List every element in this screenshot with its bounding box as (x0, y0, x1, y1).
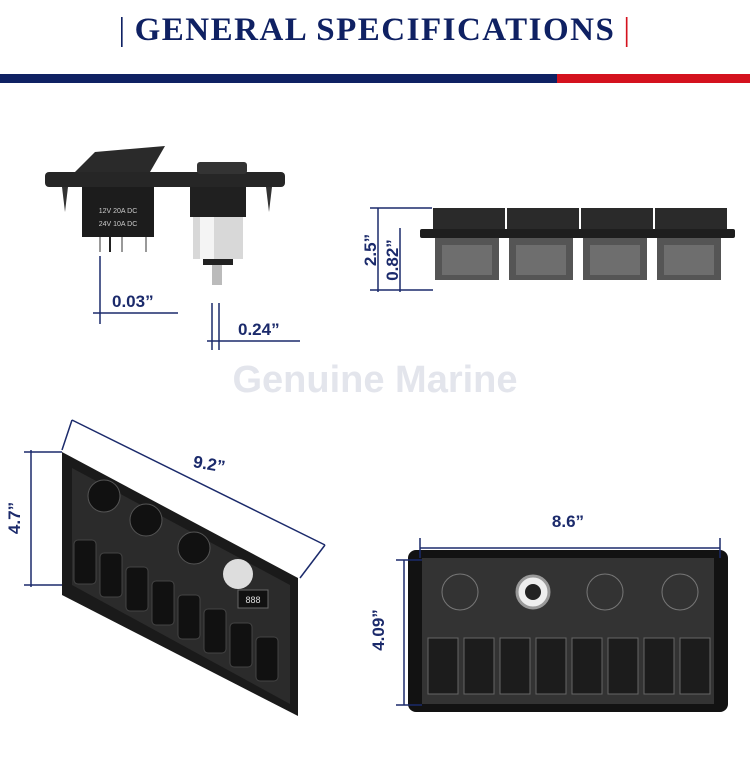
panel-side-profile (420, 208, 735, 280)
header-rule-red (557, 74, 750, 83)
back-height-label: 4.09” (369, 609, 388, 651)
title-text: GENERAL SPECIFICATIONS (134, 12, 616, 48)
height-dimension: 4.7” (5, 450, 62, 587)
height-label: 4.7” (5, 502, 24, 534)
width-dimension: 8.6” (419, 512, 721, 558)
header-rule-blue (0, 74, 557, 83)
svg-text:24V 10A DC: 24V 10A DC (99, 221, 138, 228)
panel-back-view (408, 550, 728, 712)
title-left-mark: | (118, 12, 127, 48)
total-depth-label: 2.5” (361, 234, 380, 266)
length-label: 9.2” (192, 452, 227, 476)
panel-perspective: 888 (62, 452, 298, 716)
width-label: 8.6” (552, 512, 584, 531)
terminal-width-label: 0.24” (238, 320, 280, 339)
plate-depth-dimension: 0.82” (370, 228, 433, 292)
terminal-width-dimension: 0.24” (207, 303, 300, 350)
pin-offset-label: 0.03” (112, 292, 154, 311)
switch-socket-side-detail: 12V 20A DC 24V 10A DC (45, 146, 285, 285)
svg-text:12V 20A DC: 12V 20A DC (99, 208, 138, 215)
plate-depth-label: 0.82” (383, 239, 402, 281)
pin-offset-dimension: 0.03” (93, 256, 178, 324)
total-depth-dimension: 2.5” (361, 207, 432, 292)
page-title: |GENERAL SPECIFICATIONS| (0, 12, 750, 49)
watermark: Genuine Marine (232, 359, 517, 401)
back-height-dimension: 4.09” (369, 559, 422, 706)
title-right-mark: | (623, 12, 632, 48)
svg-text:888: 888 (245, 595, 260, 605)
